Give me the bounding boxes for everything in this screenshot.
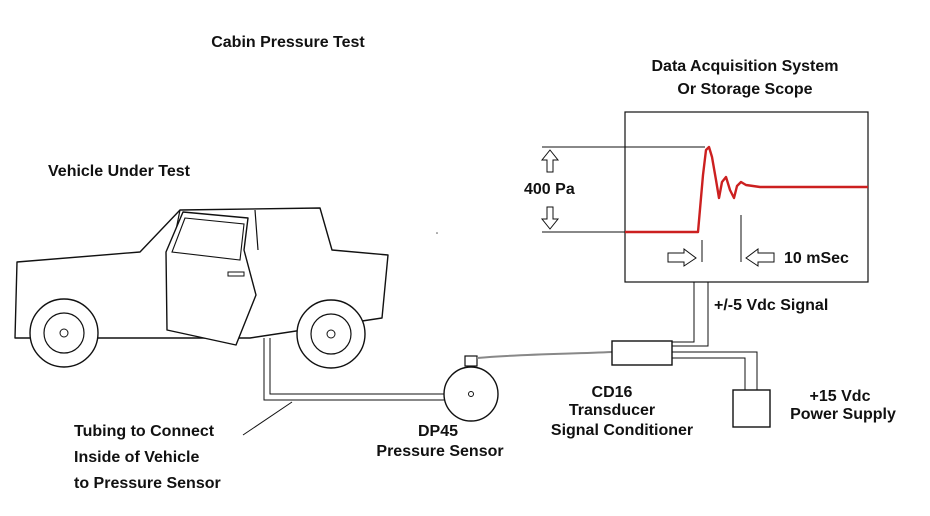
power-cable-inner — [672, 351, 758, 390]
vehicle-label: Vehicle Under Test — [48, 163, 191, 180]
pressure-sensor — [443, 355, 499, 422]
tubing-label-line3: to Pressure Sensor — [74, 475, 221, 492]
tubing-inner — [269, 338, 463, 395]
power-supply — [732, 389, 771, 428]
sensor-label-line2: Pressure Sensor — [376, 443, 503, 460]
rear-wheel — [296, 299, 366, 369]
daq-title-line2: Or Storage Scope — [677, 81, 812, 98]
power-supply-label-line1: +15 Vdc — [810, 388, 871, 405]
time-scale-label: 10 mSec — [784, 250, 849, 267]
signal-label: +/-5 Vdc Signal — [714, 297, 828, 314]
front-wheel — [29, 298, 99, 368]
conditioner-label-line2: Transducer — [569, 402, 655, 419]
scope-screen — [624, 111, 869, 283]
stray-dot — [436, 232, 438, 234]
tubing-label-line1: Tubing to Connect — [74, 423, 215, 440]
door-handle-icon — [227, 271, 245, 277]
left-arrow-icon — [745, 248, 775, 267]
conditioner-label-line1: CD16 — [592, 384, 633, 401]
signal-cable-inner — [672, 282, 695, 343]
pressure-scale-label: 400 Pa — [524, 181, 575, 198]
power-supply-label-line2: Power Supply — [790, 406, 896, 423]
daq-title-line1: Data Acquisition System — [651, 58, 838, 75]
pressure-waveform — [625, 145, 868, 234]
signal-conditioner — [611, 340, 673, 366]
right-arrow-icon — [667, 248, 697, 267]
down-arrow-icon — [540, 206, 560, 230]
sensor-cable — [476, 351, 613, 359]
tubing-outer — [263, 338, 463, 401]
car-door-window — [171, 217, 245, 261]
conditioner-label-line3: Signal Conditioner — [551, 422, 693, 439]
tubing-leader-line — [242, 401, 293, 436]
signal-cable-outer — [672, 282, 709, 347]
power-cable-outer — [672, 357, 746, 390]
diagram-title: Cabin Pressure Test — [211, 34, 365, 51]
up-arrow-icon — [540, 149, 560, 173]
sensor-label-line1: DP45 — [418, 423, 458, 440]
tubing-label-line2: Inside of Vehicle — [74, 449, 199, 466]
